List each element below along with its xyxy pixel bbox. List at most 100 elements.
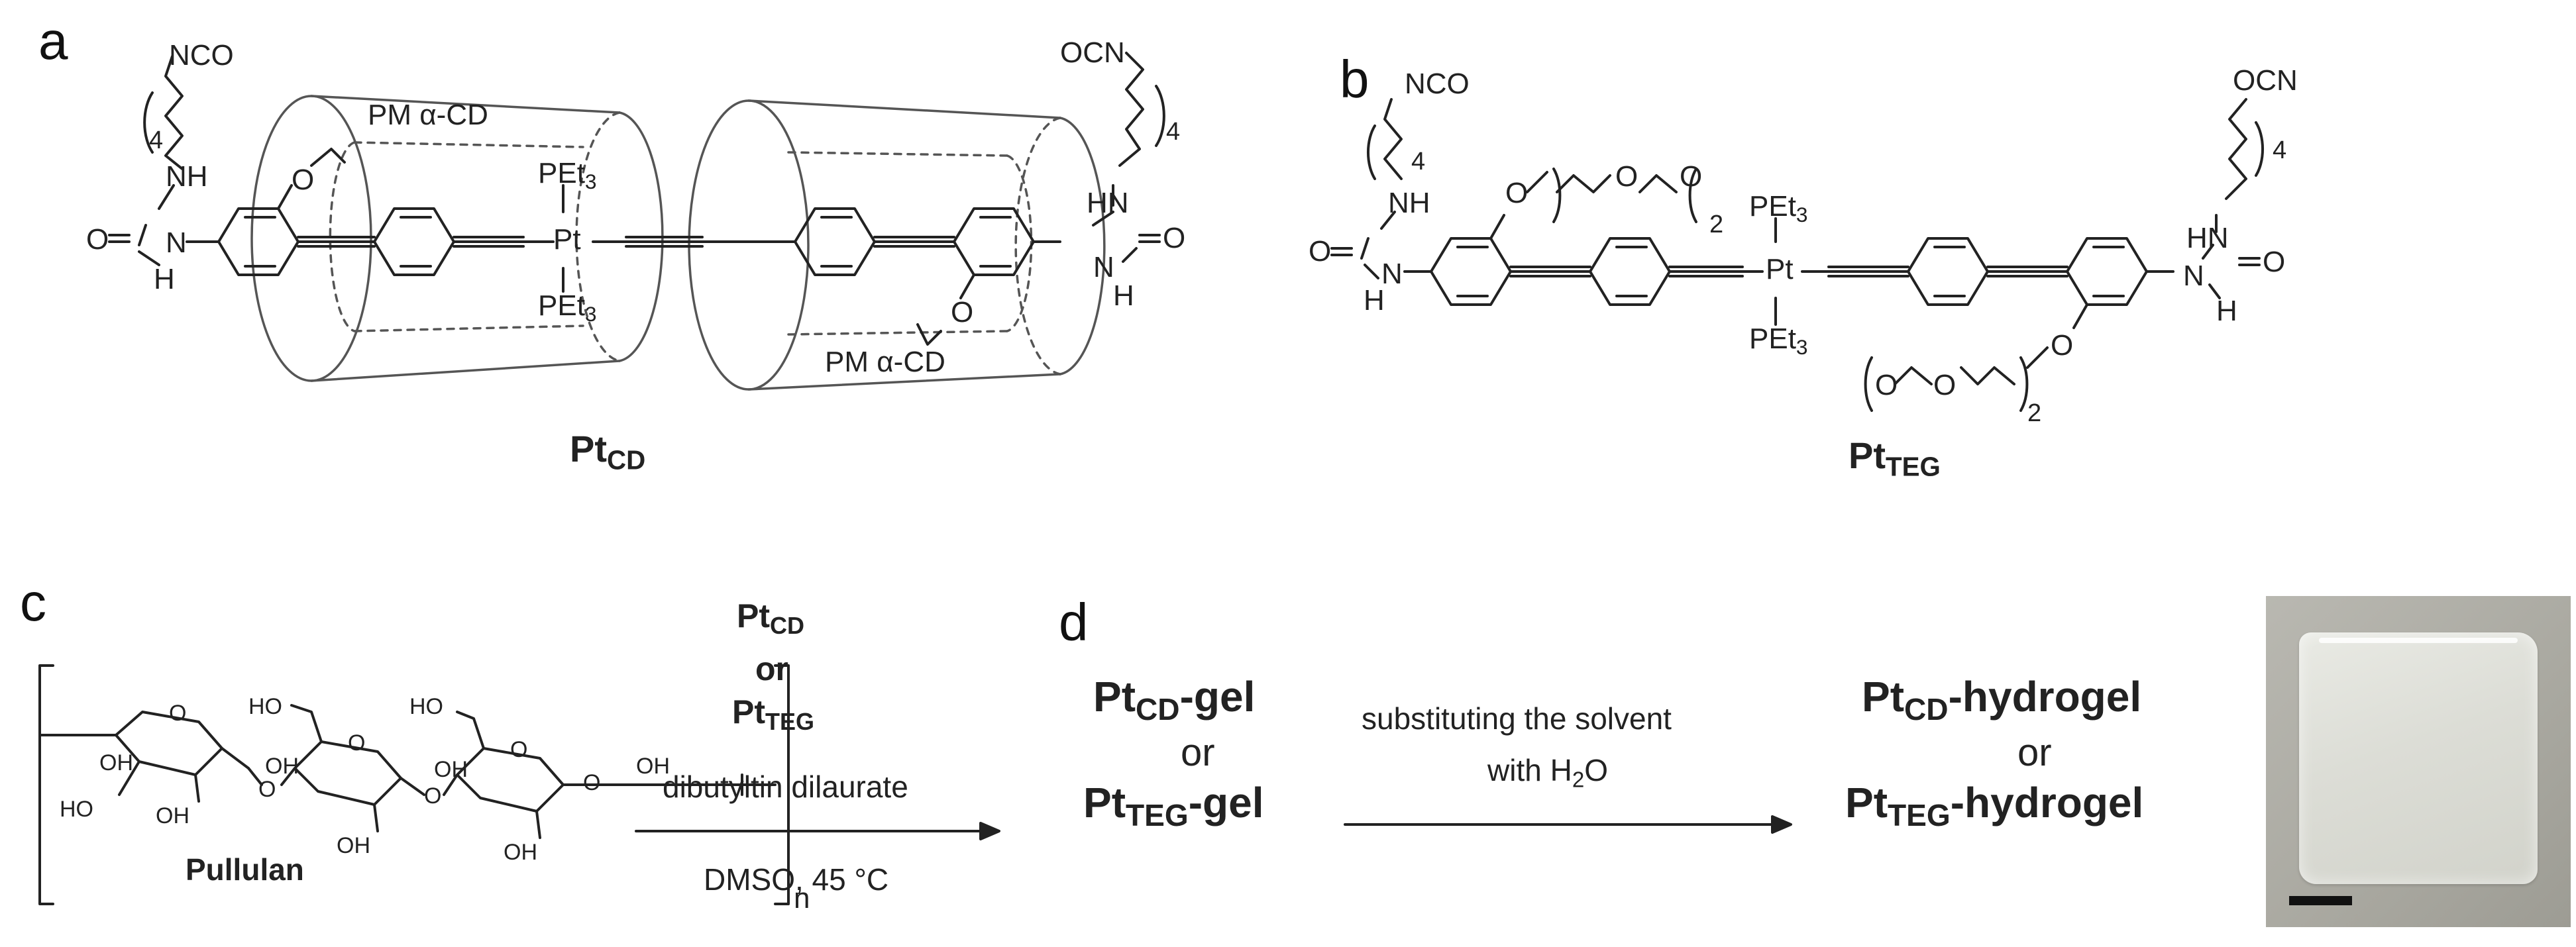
reaction-arrow-2	[1344, 815, 1792, 834]
arrow-text-line-2: with H2O	[1487, 755, 1608, 791]
panel-label-a: a	[38, 11, 68, 70]
compound-label-pt-cd-main: Pt	[570, 428, 607, 470]
hydrogel-highlight	[2319, 638, 2518, 643]
repeat-count-left: 4	[149, 126, 164, 154]
oh-2: OH	[156, 803, 189, 828]
platinum-center-b	[1774, 217, 1909, 326]
hn-label-right: HN	[1087, 187, 1129, 219]
or-label-2: or	[2017, 731, 2052, 774]
oh-7: OH	[636, 754, 670, 779]
compound-label-pt-teg: PtTEG	[1849, 437, 1941, 480]
arrow-text-with-h: with H	[1487, 753, 1572, 787]
arrow-text-h2-sub: 2	[1572, 768, 1585, 793]
pt-teg-hydrogel-suffix: -hydrogel	[1950, 779, 2144, 826]
hydrogel-sample	[2299, 632, 2538, 884]
oh-4: OH	[337, 833, 370, 858]
right-arm-b	[1864, 98, 2264, 412]
carbonyl-o-left-b: O	[1309, 235, 1332, 268]
ho-2: HO	[248, 694, 282, 719]
arrow-text-line-1: substituting the solvent	[1362, 701, 1672, 736]
teg-count-left: 2	[1709, 211, 1724, 238]
or-label-1: or	[1181, 731, 1215, 774]
carbonyl-o-left: O	[86, 223, 109, 256]
nh-label-left-b: NH	[1388, 187, 1430, 219]
isocyanate-label-right: OCN	[1060, 36, 1125, 69]
reagent-pt-teg-sub: TEG	[765, 708, 815, 736]
reaction-arrow-1	[635, 822, 1000, 840]
pt-cd-hydrogel-sub: CD	[1904, 691, 1949, 726]
left-arm-a	[108, 55, 555, 276]
pt-teg-hydrogel-sub: TEG	[1888, 797, 1951, 832]
amide-h-right: H	[1113, 279, 1134, 312]
pet3-bottom-a: PEt3	[538, 291, 597, 325]
ho-1: HO	[60, 797, 93, 822]
carbonyl-o-right-b: O	[2263, 246, 2286, 278]
platinum-center-a	[562, 184, 704, 293]
pet3-bottom-b: PEt3	[1749, 324, 1808, 358]
pullulan-structure	[38, 664, 790, 905]
pt-cd-hydrogel-main: Pt	[1862, 673, 1904, 721]
pullulan-label: Pullulan	[186, 852, 304, 887]
pet3-bottom-text-a: PEt	[538, 289, 585, 322]
teg-o2-left: O	[1615, 160, 1638, 193]
ring-o-2: O	[348, 730, 366, 756]
hn-label-right-b: HN	[2186, 222, 2229, 254]
repeat-count-right-b: 4	[2273, 136, 2287, 164]
amide-h-right-b: H	[2216, 295, 2237, 327]
pet3-bottom-sub-a: 3	[584, 301, 597, 326]
nh-label-left: NH	[166, 160, 208, 193]
arrow-text-o: O	[1584, 753, 1609, 787]
pet3-top-b: PEt3	[1749, 192, 1808, 226]
oh-6: OH	[504, 840, 537, 865]
pet3-top-text-b: PEt	[1749, 190, 1796, 223]
terminal-o: O	[583, 770, 601, 795]
pet3-bottom-text-b: PEt	[1749, 323, 1796, 355]
product-pt-teg-gel: PtTEG-gel	[1083, 781, 1264, 830]
amide-n-left-b: N	[1381, 258, 1403, 290]
pet3-top-text-a: PEt	[538, 157, 585, 189]
amide-h-left-b: H	[1364, 284, 1385, 317]
reagent-pt-teg: PtTEG	[732, 695, 814, 734]
pt-teg-hydrogel-main: Pt	[1845, 779, 1888, 826]
glycosidic-o-2: O	[424, 783, 442, 809]
pt-teg-gel-main: Pt	[1083, 779, 1126, 826]
compound-label-pt-teg-main: Pt	[1849, 434, 1886, 476]
reagent-or: or	[755, 650, 788, 687]
reagent-pt-cd-main: Pt	[737, 597, 770, 634]
teg-o3-right: O	[1875, 369, 1898, 401]
ring-o-3: O	[510, 737, 528, 762]
scale-bar	[2289, 896, 2352, 905]
pt-cd-gel-sub: CD	[1136, 691, 1180, 726]
teg-o1-left: O	[1505, 177, 1529, 209]
repeat-count-left-b: 4	[1411, 148, 1426, 175]
pet3-top-sub-b: 3	[1796, 202, 1808, 226]
cyclodextrin-label-right: PM α-CD	[825, 346, 945, 378]
pt-teg-gel-sub: TEG	[1126, 797, 1189, 832]
left-arm-b	[1330, 98, 1764, 306]
reagent-pt-cd-sub: CD	[770, 612, 804, 640]
glycosidic-o-1: O	[258, 777, 276, 802]
pet3-top-a: PEt3	[538, 159, 597, 193]
amide-n-right-b: N	[2183, 260, 2204, 292]
ho-3: HO	[409, 694, 443, 719]
compound-label-pt-teg-sub: TEG	[1886, 451, 1941, 482]
pet3-bottom-sub-b: 3	[1796, 334, 1808, 359]
compound-label-pt-cd-sub: CD	[607, 444, 646, 475]
amide-n-right: N	[1093, 251, 1114, 283]
teg-o3-left: O	[1680, 160, 1703, 193]
cyclodextrin-right	[688, 99, 1106, 391]
catalyst-label: dibutyltin dilaurate	[663, 770, 908, 804]
pet3-top-sub-a: 3	[584, 169, 597, 193]
cyclodextrin-label-left: PM α-CD	[368, 99, 488, 131]
teg-count-right: 2	[2027, 399, 2042, 427]
pt-teg-gel-suffix: -gel	[1188, 779, 1264, 826]
panel-label-c: c	[20, 573, 46, 632]
reagent-pt-teg-main: Pt	[732, 693, 765, 730]
teg-o1-right: O	[2051, 329, 2074, 362]
product-pt-cd-hydrogel: PtCD-hydrogel	[1862, 675, 2141, 724]
pt-cd-gel-main: Pt	[1093, 673, 1136, 721]
isocyanate-label-left: NCO	[169, 39, 234, 72]
panel-label-b: b	[1340, 50, 1369, 109]
amide-n-left: N	[166, 226, 187, 259]
